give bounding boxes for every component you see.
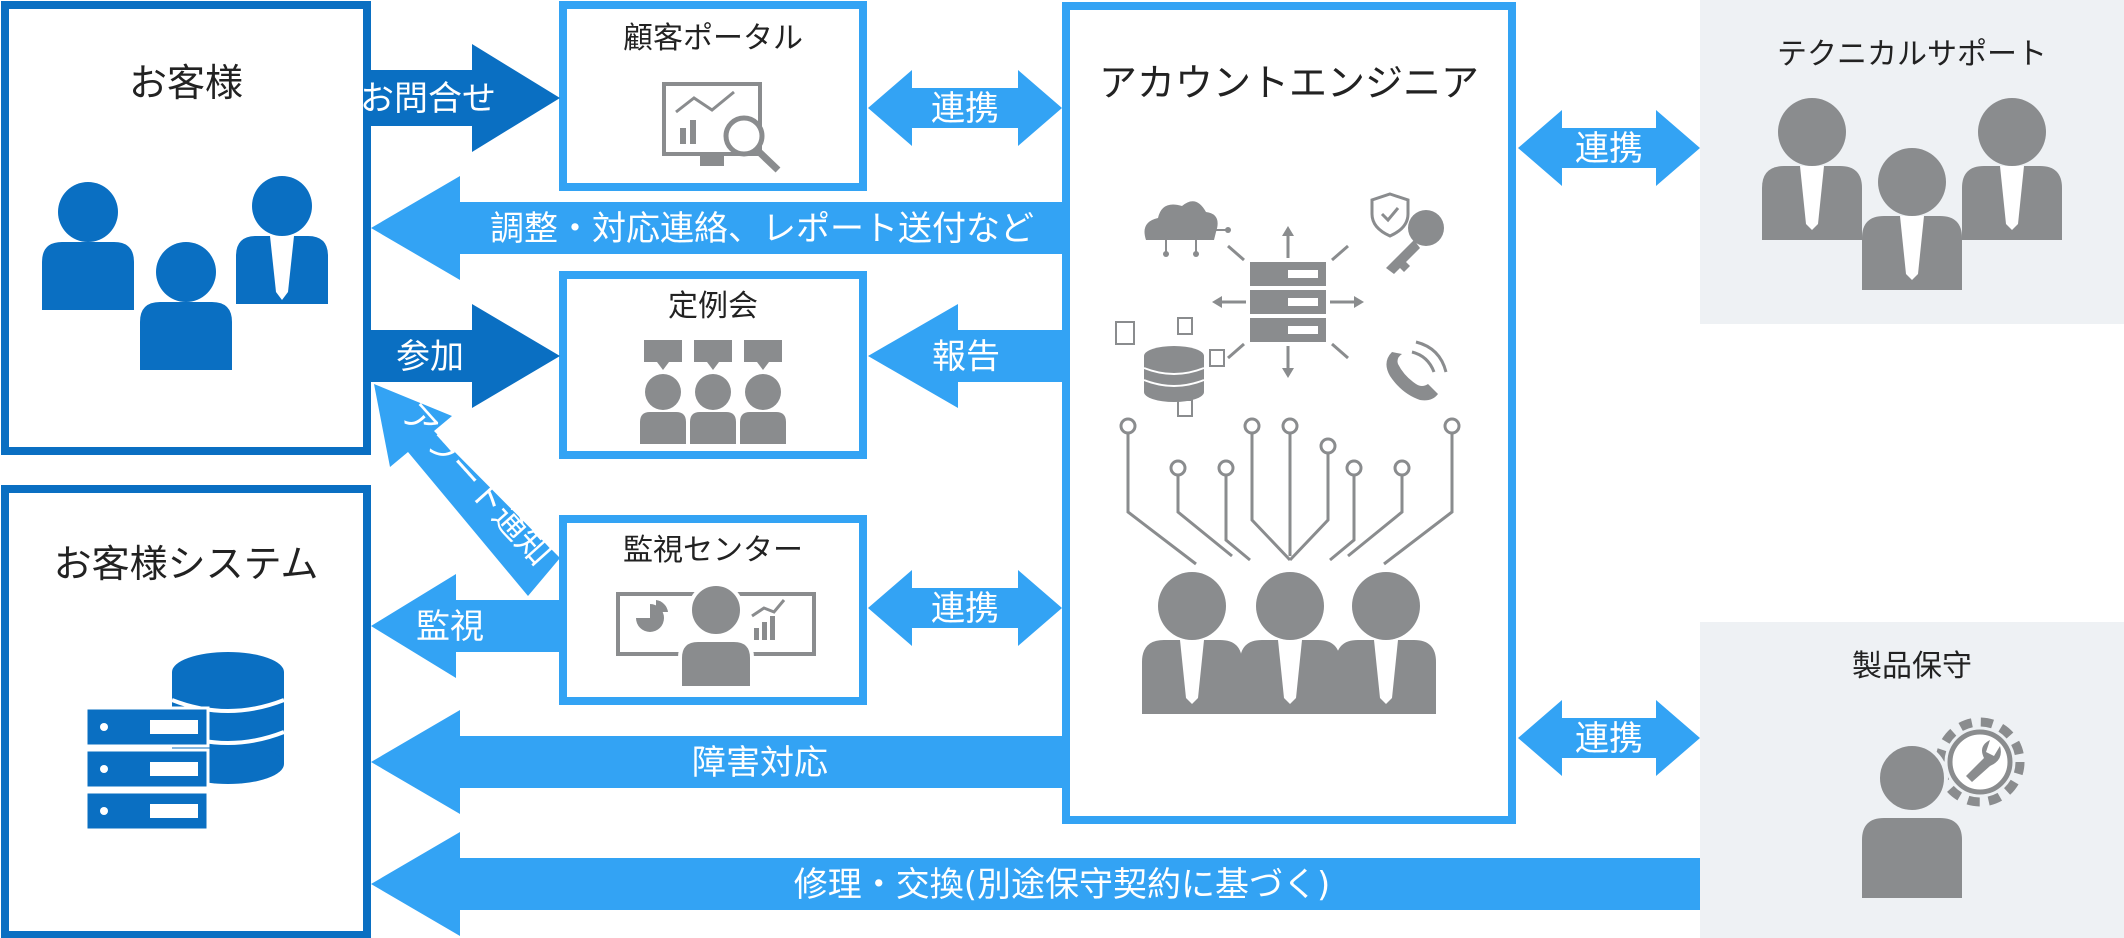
portal-label: 顧客ポータル — [623, 21, 803, 56]
server-network-icon — [1212, 226, 1364, 378]
monitor-arrow — [371, 574, 560, 678]
engineer-network-lines — [1126, 426, 1454, 566]
security-key-icon — [1370, 192, 1444, 274]
product-maintenance-label: 製品保守 — [1852, 649, 1972, 684]
portal-link-arrow — [868, 70, 1062, 146]
report-label: 報告 — [932, 337, 1000, 377]
tech-link-label: 連携 — [1575, 129, 1643, 169]
repair-label: 修理・交換(別途保守契約に基づく) — [794, 865, 1331, 905]
monitor-link-arrow — [868, 570, 1062, 646]
incident-label: 障害対応 — [692, 743, 828, 783]
alert-label: アラート通知 — [393, 395, 559, 573]
meeting-people-icon — [640, 340, 786, 444]
monitor-label: 監視 — [416, 607, 484, 647]
account-engineer-label: アカウントエンジニア — [1099, 61, 1479, 105]
customer-label: お客様 — [129, 61, 243, 105]
monitoring-center-label: 監視センター — [623, 533, 803, 568]
tech-support-label: テクニカルサポート — [1777, 37, 2047, 72]
phone-icon — [1386, 340, 1448, 401]
product-link-arrow — [1518, 700, 1700, 776]
meeting-label: 定例会 — [668, 289, 758, 324]
cloud-icon — [1144, 201, 1231, 257]
inquiry-label: お問合せ — [360, 79, 496, 119]
coordination-arrow — [371, 176, 1062, 280]
maintenance-gear-icon — [1935, 717, 2025, 807]
product-link-label: 連携 — [1575, 719, 1643, 759]
incident-arrow — [371, 710, 1062, 814]
monitor-search-icon — [662, 82, 781, 173]
attend-label: 参加 — [396, 337, 464, 377]
engineers-icon — [1142, 572, 1436, 714]
repair-arrow — [371, 832, 1700, 936]
alert-arrow — [374, 384, 560, 596]
presenter-icon — [616, 582, 816, 690]
maintenance-person-icon — [1862, 742, 1962, 898]
monitor-link-label: 連携 — [931, 589, 999, 629]
customer-system-label: お客様システム — [54, 542, 319, 586]
tech-link-arrow — [1518, 110, 1700, 186]
report-arrow — [868, 304, 1062, 408]
attend-arrow — [367, 304, 560, 408]
inquiry-arrow — [367, 44, 560, 152]
database-docs-icon — [1115, 317, 1225, 417]
server-database-icon — [84, 652, 285, 832]
engineer-network-nodes — [1119, 417, 1461, 477]
portal-link-label: 連携 — [931, 89, 999, 129]
customer-people-icon — [42, 167, 328, 370]
coordination-label: 調整・対応連絡、レポート送付など — [490, 209, 1034, 249]
